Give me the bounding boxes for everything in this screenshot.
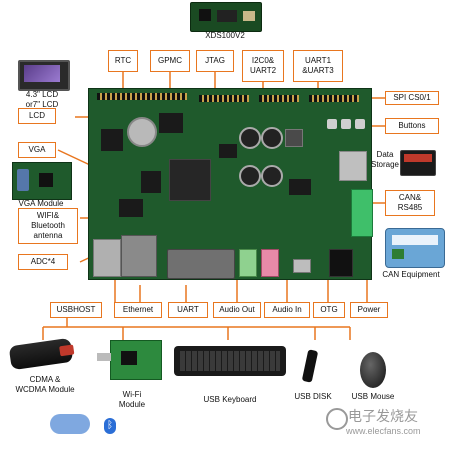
chip-icon	[121, 351, 137, 365]
usb-disk-label: USB DISK	[294, 392, 332, 401]
pin-header	[97, 93, 187, 100]
chip-icon	[101, 129, 123, 151]
keys-icon	[180, 351, 280, 371]
pin-header	[199, 95, 249, 102]
watermark-cn: 电子发烧友	[348, 409, 418, 425]
usb-host-port-icon	[93, 239, 121, 277]
usb-plug-icon	[59, 344, 75, 357]
gpmc-label: GPMC	[150, 50, 190, 72]
wifi-module-image	[97, 340, 162, 380]
terminal-block-icon	[351, 189, 373, 237]
can-equipment-label: CAN Equipment	[382, 270, 440, 279]
uart-label: UART	[168, 302, 208, 318]
pin-header	[259, 95, 299, 102]
capacitor-icon	[261, 127, 283, 149]
sd-card-label-icon	[404, 154, 432, 162]
capacitor-icon	[239, 165, 261, 187]
uart1-uart3-label: UART1 &UART3	[293, 50, 343, 82]
rtc-battery-icon	[127, 117, 157, 147]
screen-icon	[24, 65, 60, 82]
lcd-panel-image	[18, 60, 70, 91]
ethernet-label: Ethernet	[114, 302, 162, 318]
audio-out-label: Audio Out	[213, 302, 261, 318]
usbhost-label: USBHOST	[50, 302, 102, 318]
capacitor-icon	[261, 165, 283, 187]
ethernet-port-icon	[121, 235, 157, 277]
chip-icon	[141, 171, 161, 193]
audio-out-jack-icon	[239, 249, 257, 277]
lcd-size-label: 4.3" LCD or7" LCD	[25, 90, 59, 109]
can-rs485-label: CAN& RS485	[385, 190, 435, 216]
usb-keyboard-label: USB Keyboard	[203, 395, 257, 404]
button-icon	[355, 119, 365, 129]
i2c-uart2-label: I2C0& UART2	[242, 50, 284, 82]
vga-module-label: VGA Module	[18, 199, 64, 208]
wifi-module-label: Wi-Fi Module	[118, 390, 146, 409]
terminal-icon	[392, 249, 404, 259]
adc-label: ADC*4	[18, 254, 68, 270]
chip-icon	[199, 9, 211, 21]
serial-port-icon	[167, 249, 235, 279]
cloud-icon	[50, 414, 90, 434]
audio-in-label: Audio In	[264, 302, 310, 318]
vga-label: VGA	[18, 142, 56, 158]
usb-mouse-label: USB Mouse	[351, 392, 395, 401]
main-board	[88, 88, 373, 280]
sd-card-image	[400, 150, 436, 176]
chip-icon	[219, 144, 237, 158]
chip-icon	[217, 10, 237, 22]
xds100v2-label: XDS100V2	[205, 31, 245, 40]
wifi-bluetooth-label: WIFI& Bluetooth antenna	[18, 208, 78, 244]
power-jack-icon	[329, 249, 353, 277]
inductor-icon	[285, 129, 303, 147]
jtag-label: JTAG	[196, 50, 234, 72]
chip-icon	[119, 199, 143, 217]
button-icon	[341, 119, 351, 129]
watermark-url: www.elecfans.com	[346, 426, 421, 436]
audio-in-jack-icon	[261, 249, 279, 277]
vga-port-icon	[17, 169, 29, 191]
capacitor-icon	[239, 127, 261, 149]
bluetooth-icon: ᛒ	[104, 418, 116, 434]
processor-icon	[169, 159, 211, 201]
usb-plug-icon	[97, 353, 111, 361]
chip-icon	[39, 173, 53, 187]
otg-label: OTG	[313, 302, 345, 318]
data-storage-label: Data Storage	[370, 150, 400, 169]
usb-mouse-image	[360, 352, 386, 388]
spi-label: SPI CS0/1	[385, 91, 439, 105]
xds100v2-module	[190, 2, 262, 32]
pin-header	[309, 95, 359, 102]
chip-icon	[289, 179, 311, 195]
vga-module-image	[12, 162, 72, 200]
chip-icon	[159, 113, 183, 133]
keyboard-image	[174, 346, 286, 376]
connector-icon	[243, 11, 255, 21]
lcd-label: LCD	[18, 108, 56, 124]
otg-port-icon	[293, 259, 311, 273]
watermark-logo-icon	[326, 408, 348, 430]
button-icon	[327, 119, 337, 129]
sd-slot-icon	[339, 151, 367, 181]
cdma-wcdma-label: CDMA & WCDMA Module	[15, 375, 75, 394]
buttons-label: Buttons	[385, 118, 439, 134]
power-label: Power	[350, 302, 388, 318]
can-equipment-image	[385, 228, 445, 268]
rtc-label: RTC	[108, 50, 138, 72]
device-face-icon	[392, 235, 438, 245]
